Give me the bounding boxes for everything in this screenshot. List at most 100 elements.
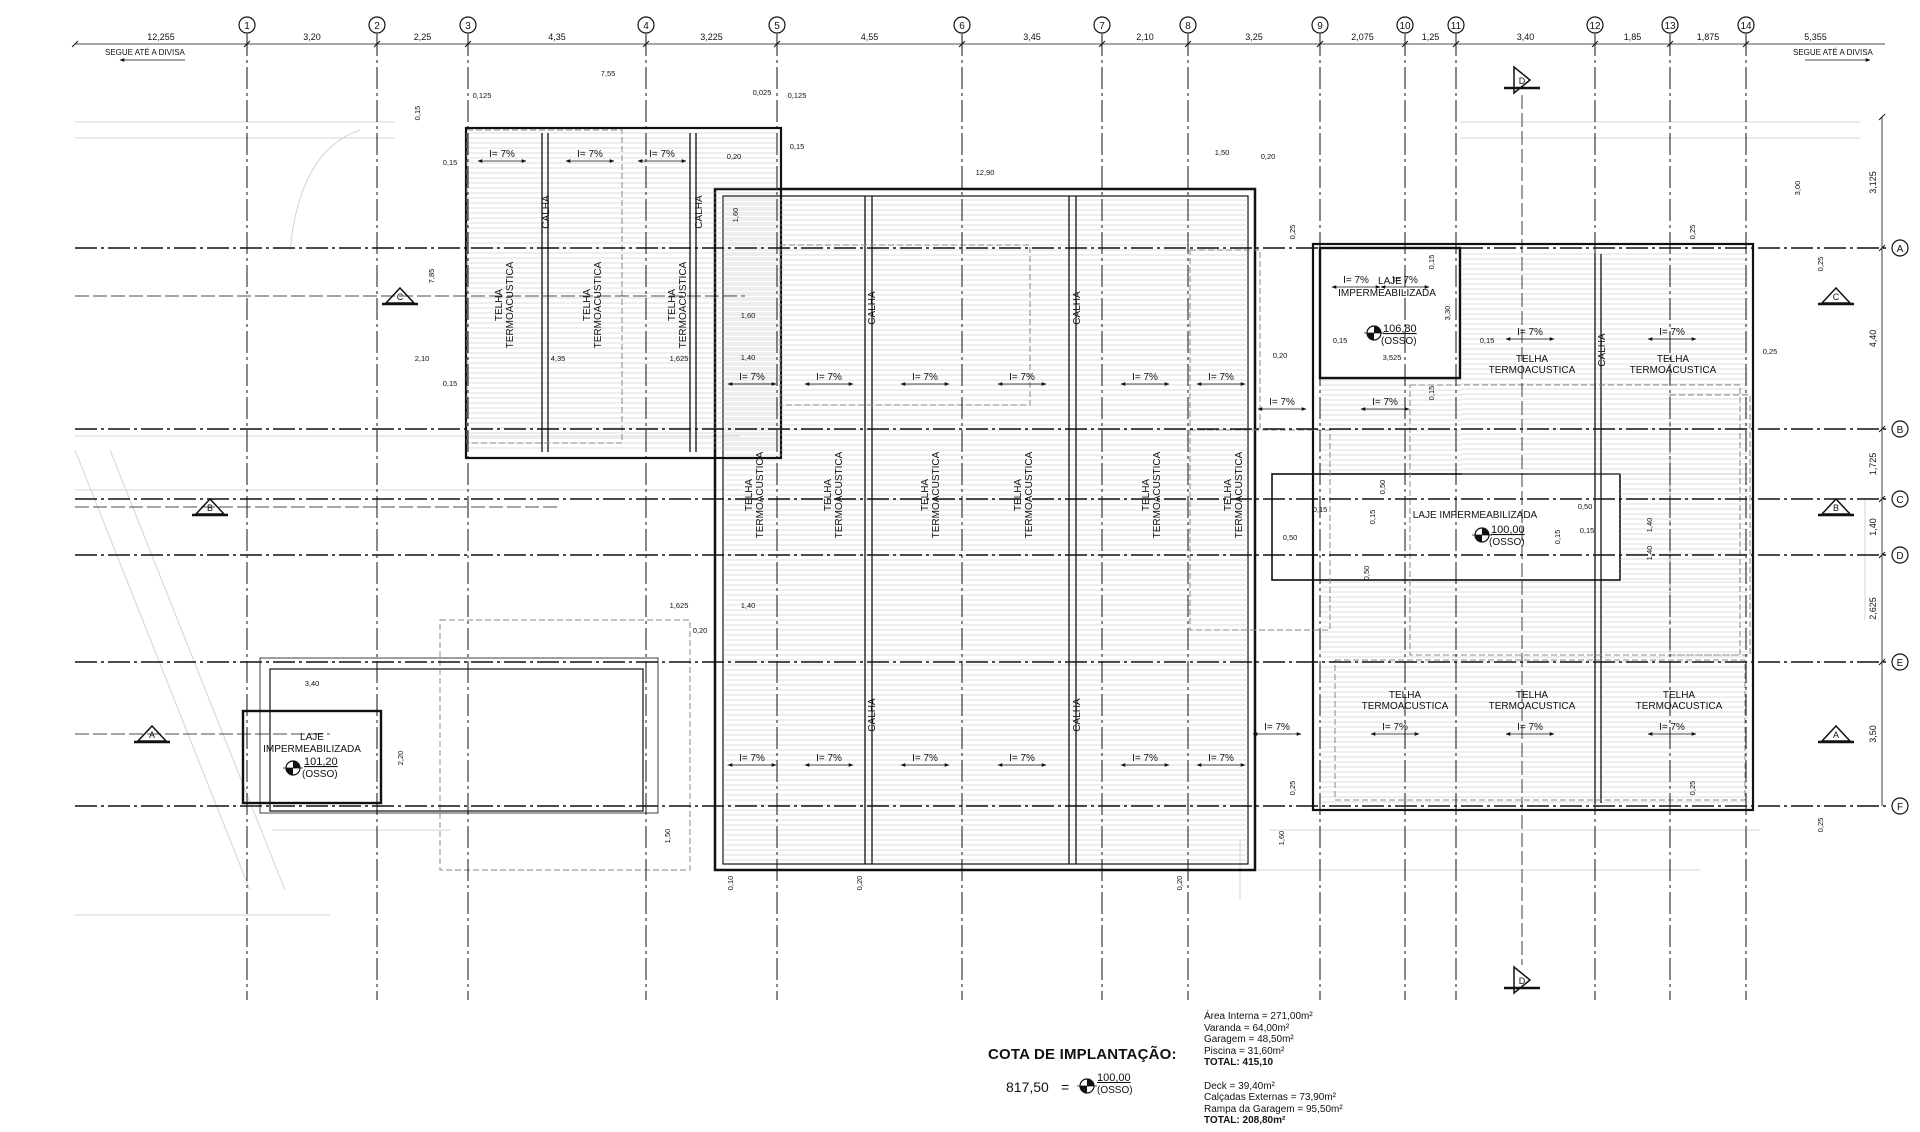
grid-column-label: 13 (1664, 21, 1676, 32)
dimension-tick (958, 40, 966, 48)
grid-column-label: 2 (374, 21, 380, 32)
detail-dimension: 0,15 (1427, 255, 1436, 270)
roof-label-telha: TELHA (1223, 479, 1234, 512)
roof-label-termoacustica: TERMOACUSTICA (1636, 701, 1723, 712)
area-total: TOTAL: 208,80m² (1204, 1115, 1286, 1126)
grid-column-label: 11 (1451, 21, 1462, 32)
roof-label-termoacustica: TERMOACUSTICA (1152, 451, 1163, 538)
detail-dimension: 2,20 (396, 751, 405, 766)
grid-column-bubble (1447, 16, 1465, 34)
detail-dimension: 1,625 (670, 601, 689, 610)
roof-main-block (713, 187, 1257, 872)
slope-indicator: I= 7% (1505, 722, 1555, 736)
column-dimension: 1,875 (1697, 32, 1720, 42)
detail-dimension: 0,50 (1362, 566, 1371, 581)
grid-column-bubble (1661, 16, 1679, 34)
detail-dimension: 0,15 (1368, 510, 1377, 525)
roof-right-block (1311, 242, 1755, 812)
grid-column-bubble (1311, 16, 1329, 34)
slope-label: I= 7% (1009, 372, 1035, 383)
slope-label: I= 7% (1343, 275, 1369, 286)
detail-dimension: 0,125 (788, 91, 807, 100)
row-dimension: 3,50 (1868, 725, 1878, 743)
dimension-tick (1401, 40, 1409, 48)
dimension-tick (1878, 244, 1886, 252)
dimension-tick (1316, 40, 1324, 48)
grid-column-bubble (768, 16, 786, 34)
detail-dimension: 0,125 (473, 91, 492, 100)
slope-label: I= 7% (489, 149, 515, 160)
slope-label: I= 7% (816, 753, 842, 764)
walls-below-dashed (439, 129, 1751, 871)
roof-label-calha: CALHA (867, 291, 878, 325)
dimension-tick (1452, 40, 1460, 48)
grid-row-label: C (1896, 495, 1903, 506)
grid-column-bubble (1093, 16, 1111, 34)
laje-left-box (241, 709, 383, 805)
detail-dimension: 3,525 (1383, 353, 1402, 362)
grid-column-bubble (368, 16, 386, 34)
dimension-tick (1878, 113, 1886, 121)
roof-label-telha: TELHA (823, 479, 834, 512)
section-marker-label: B (1833, 503, 1839, 513)
grid-column-label: 8 (1185, 21, 1191, 32)
laje-top-osso: (OSSO) (1381, 336, 1417, 347)
grid-column-label: 6 (959, 21, 965, 32)
grid-column-bubble (1179, 16, 1197, 34)
laje-labels: LAJE IMPERMEABILIZADA 106,80 (OSSO) LAJE… (263, 276, 1537, 780)
row-dimension: 2,625 (1868, 597, 1878, 620)
detail-dimension: 3,40 (305, 679, 320, 688)
detail-dimension: 0,25 (1288, 781, 1297, 796)
column-dimension: 3,40 (1517, 32, 1535, 42)
detail-dimension: 0,10 (726, 876, 735, 891)
roof-label-telha: TELHA (667, 289, 678, 322)
grid-column-label: 1 (244, 21, 250, 32)
dimension-tick (1098, 40, 1106, 48)
column-dimension: 1,25 (1422, 32, 1440, 42)
slope-indicator: I= 7% (804, 372, 854, 386)
area-line: Varanda = 64,00m² (1204, 1022, 1290, 1034)
grid-row-label: E (1897, 658, 1904, 669)
background-context (74, 121, 1866, 916)
level-symbol-top (1364, 325, 1384, 341)
section-marker-label: C (397, 292, 404, 302)
grid-column-bubble (1396, 16, 1414, 34)
detail-dimension: 1,40 (741, 353, 756, 362)
slope-indicator: I= 7% (1257, 397, 1307, 411)
row-dimension: 4,40 (1868, 330, 1878, 348)
divisa-note-right: SEGUE ATÉ A DIVISA (1793, 48, 1874, 57)
grid-column-bubble (1586, 16, 1604, 34)
detail-dimension: 0,20 (1261, 152, 1276, 161)
slope-label: I= 7% (1208, 372, 1234, 383)
slope-indicator: I= 7% (1120, 753, 1170, 767)
roof-label-termoacustica: TERMOACUSTICA (1362, 701, 1449, 712)
area-line: Garagem = 48,50m² (1204, 1034, 1294, 1045)
cota-level: 100,00 (1097, 1072, 1131, 1084)
roof-label-telha: TELHA (1657, 354, 1690, 365)
dimension-tick (642, 40, 650, 48)
section-marker-label: C (1833, 292, 1840, 302)
slope-indicator: I= 7% (900, 372, 950, 386)
roof-labels: TELHA TERMOACUSTICA TELHA TERMOACUSTICA TELH… (494, 195, 1723, 732)
grid-column-label: 3 (465, 21, 471, 32)
slope-indicator: I= 7% (727, 753, 777, 767)
row-dimension: 1,40 (1868, 518, 1878, 536)
dimension-tick (1878, 495, 1886, 503)
slope-indicator: I= 7% (804, 753, 854, 767)
grid-column-bubble (238, 16, 256, 34)
dimension-tick (773, 40, 781, 48)
detail-dimension: 1,40 (1645, 546, 1654, 561)
roof-label-telha: TELHA (494, 289, 505, 322)
slope-label: I= 7% (1517, 327, 1543, 338)
slope-indicator: I= 7% (1331, 275, 1381, 289)
roof-label-telha: TELHA (1516, 690, 1549, 701)
detail-dimension: 0,15 (443, 379, 458, 388)
detail-dimension: 0,20 (727, 152, 742, 161)
detail-dimension: 0,15 (1553, 530, 1562, 545)
section-marker-label: B (207, 503, 213, 513)
grid-column-bubble (953, 16, 971, 34)
laje-left-level: 101,20 (304, 756, 338, 768)
